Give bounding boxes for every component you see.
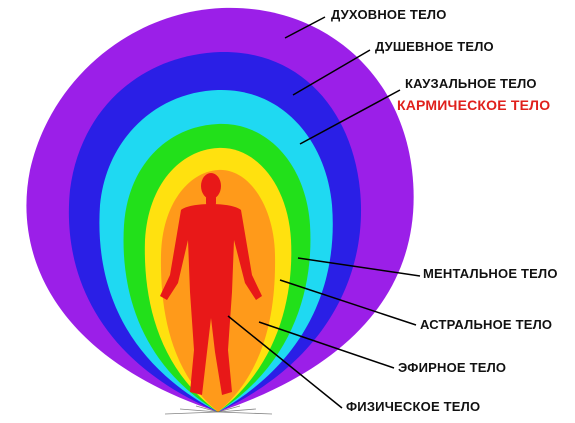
label-karmic-body: КАРМИЧЕСКОЕ ТЕЛО [397,97,550,113]
label-etheric-body: ЭФИРНОЕ ТЕЛО [398,360,506,375]
label-causal-body: КАУЗАЛЬНОЕ ТЕЛО [405,76,537,91]
label-astral-body: АСТРАЛЬНОЕ ТЕЛО [420,317,552,332]
label-mental-body: МЕНТАЛЬНОЕ ТЕЛО [423,266,558,281]
label-spiritual-body: ДУХОВНОЕ ТЕЛО [331,7,447,22]
label-soul-body: ДУШЕВНОЕ ТЕЛО [375,39,494,54]
label-physical-body: ФИЗИЧЕСКОЕ ТЕЛО [346,399,480,414]
